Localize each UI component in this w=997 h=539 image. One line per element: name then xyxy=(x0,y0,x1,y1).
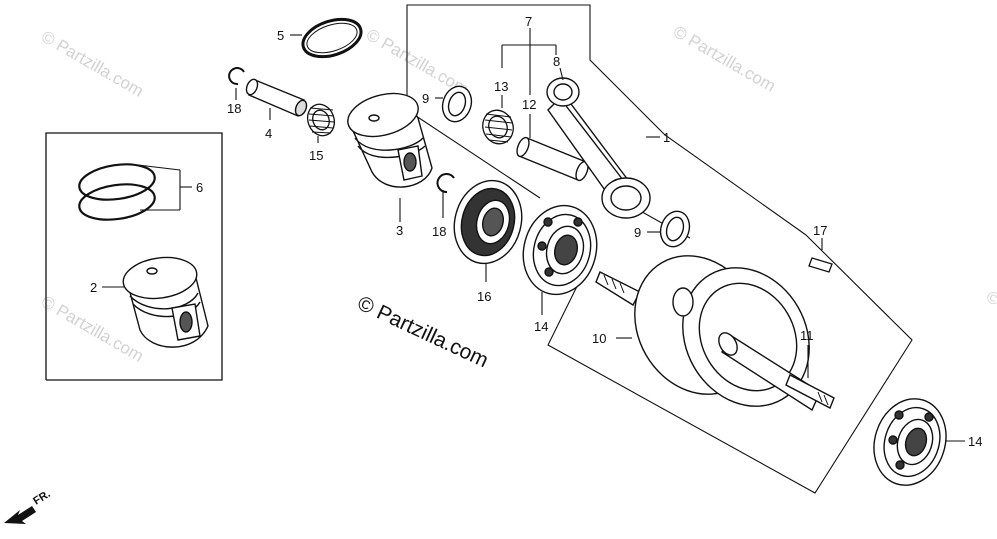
callout-14: 14 xyxy=(534,319,548,334)
watermark-faint: © Partzilla.com xyxy=(38,292,147,366)
callout-15: 15 xyxy=(309,148,323,163)
callout-6: 6 xyxy=(196,180,203,195)
watermark-main: © Partzilla.com xyxy=(354,292,492,373)
piston-pin-icon xyxy=(245,78,308,117)
front-direction-label: FR. xyxy=(31,488,52,508)
ball-bearing-icon xyxy=(873,398,947,486)
needle-bearing-icon xyxy=(306,103,336,137)
callout-18: 18 xyxy=(432,224,446,239)
ball-bearing-icon xyxy=(522,204,598,296)
piston-icon xyxy=(347,92,433,188)
callout-18: 18 xyxy=(227,101,241,116)
callout-11: 11 xyxy=(800,328,814,343)
inset-piston-icon xyxy=(122,256,209,348)
callout-13: 13 xyxy=(494,79,508,94)
crankshaft-outline xyxy=(547,234,913,494)
callout-9: 9 xyxy=(422,91,429,106)
piston-ring-icon xyxy=(301,17,363,59)
small-end-bearing-icon xyxy=(482,109,514,145)
washer-icon xyxy=(659,210,691,248)
callout-1: 1 xyxy=(663,130,670,145)
callout-3: 3 xyxy=(396,223,403,238)
callout-7: 7 xyxy=(525,14,532,29)
callout-16: 16 xyxy=(477,289,491,304)
inset-box xyxy=(45,132,223,381)
callout-5: 5 xyxy=(277,28,284,43)
piston-pin-clip-icon xyxy=(436,173,455,194)
piston-pin-clip-icon xyxy=(228,67,245,86)
callouts: 5 18 4 15 3 9 7 8 13 12 1 9 18 16 14 17 … xyxy=(90,14,982,449)
watermark-faint: © Partzilla.com xyxy=(670,22,779,96)
inset-piston-rings-icon xyxy=(78,163,156,221)
watermark-faint: © Partzilla.com xyxy=(38,27,147,101)
washer-icon xyxy=(441,85,473,123)
callout-12: 12 xyxy=(522,97,536,112)
oil-seal-icon xyxy=(453,179,523,265)
watermark-faint: © Partzilla.com xyxy=(983,287,997,361)
callout-4: 4 xyxy=(265,126,272,141)
callout-8: 8 xyxy=(553,54,560,69)
connecting-rod-icon xyxy=(546,77,651,219)
woodruff-key-icon xyxy=(808,257,833,273)
callout-10: 10 xyxy=(592,331,606,346)
crankshaft-icon xyxy=(595,255,835,412)
leader-lines xyxy=(102,28,965,442)
callout-2: 2 xyxy=(90,280,97,295)
callout-14: 14 xyxy=(968,434,982,449)
front-direction-arrow-icon: FR. xyxy=(4,488,53,524)
callout-9: 9 xyxy=(634,225,641,240)
callout-17: 17 xyxy=(813,223,827,238)
